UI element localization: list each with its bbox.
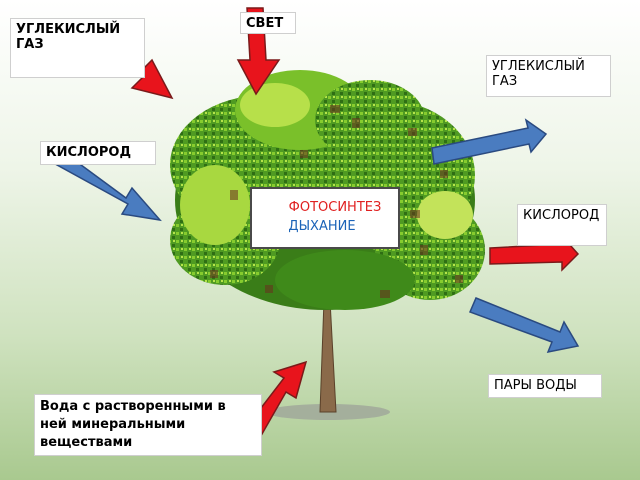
photosynthesis-label: ФОТОСИНТЕЗ xyxy=(288,200,382,215)
oxygen-out-label: КИСЛОРОД xyxy=(517,204,607,246)
process-box: ФОТОСИНТЕЗ ДЫХАНИЕ xyxy=(250,187,400,249)
oxygen-in-arrow xyxy=(46,146,162,222)
co2-out-label: УГЛЕКИСЛЫЙ ГАЗ xyxy=(486,55,611,97)
co2-in-label: УГЛЕКИСЛЫЙ ГАЗ xyxy=(10,18,145,78)
co2-out-arrow xyxy=(431,118,548,165)
water-vapor-label: ПАРЫ ВОДЫ xyxy=(488,374,602,398)
light-label: СВЕТ xyxy=(240,12,296,34)
water-vapor-arrow xyxy=(468,297,580,354)
respiration-label: ДЫХАНИЕ xyxy=(288,219,356,234)
water-minerals-label: Вода с растворенными в ней минеральными … xyxy=(34,394,262,456)
oxygen-in-label: КИСЛОРОД xyxy=(40,141,156,165)
